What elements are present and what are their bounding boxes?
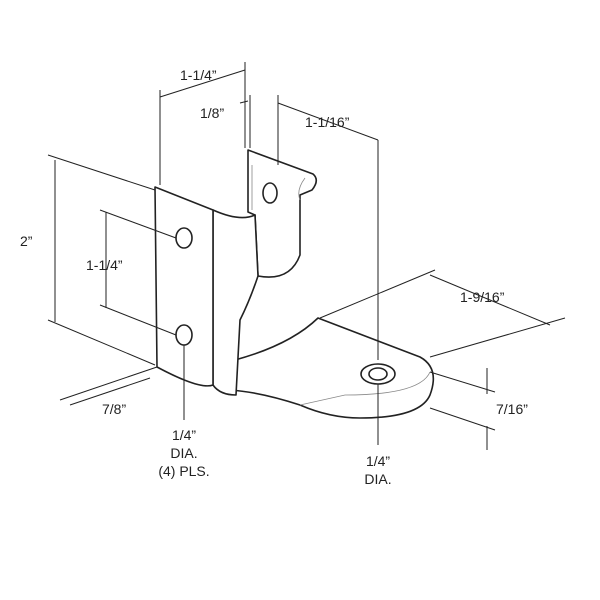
side-flange: [212, 209, 259, 396]
pivot-hole-size: 1/4”: [366, 453, 390, 469]
dim-depth: 7/8”: [102, 401, 126, 417]
mount-hole-count: (4) PLS.: [158, 463, 209, 479]
mount-hole-bottom: [175, 324, 193, 346]
dim-hole-spacing: 1-1/4”: [86, 257, 123, 273]
dim-top-width: 1-1/4”: [180, 67, 217, 83]
dim-thickness: 1/8”: [200, 105, 224, 121]
back-plate: [247, 149, 318, 278]
foot: [229, 317, 435, 419]
mount-hole-size: 1/4”: [172, 427, 196, 443]
dim-foot-length: 1-9/16”: [460, 289, 505, 305]
back-hole: [262, 182, 278, 204]
front-plate: [154, 186, 214, 387]
dim-foot-thickness: 7/16”: [496, 401, 528, 417]
pivot-hole-dia: DIA.: [364, 471, 391, 487]
dimension-lines: [47, 62, 566, 450]
mount-hole-top: [175, 227, 193, 249]
dim-height: 2”: [20, 233, 33, 249]
mount-hole-dia: DIA.: [170, 445, 197, 461]
dim-offset: 1-1/16”: [305, 114, 350, 130]
